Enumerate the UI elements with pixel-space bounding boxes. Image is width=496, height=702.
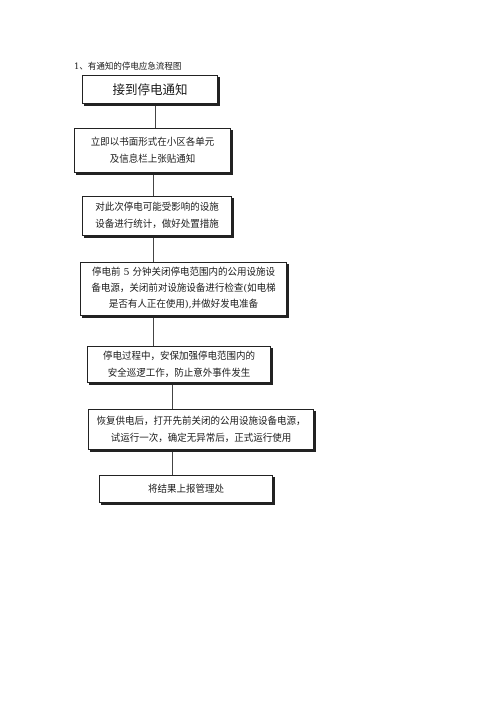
step-4-line-3: 是否有人正在使用),并做好发电准备 [108, 299, 259, 310]
connector-5-6 [172, 383, 173, 409]
step-5-line-1: 停电过程中，安保加强停电范围内的 [102, 350, 255, 362]
step-box-4: 停电前 5 分钟关闭停电范围内的公用设施设 备电源，关闭前对设施设备进行检查(如… [80, 262, 287, 316]
flowchart-heading: 1、有通知的停电应急流程图 [74, 62, 182, 72]
step-3-line-2: 设备进行统计，做好处置措施 [95, 219, 219, 230]
step-1-line-1: 接到停电通知 [112, 82, 188, 97]
step-box-2: 立即以书面形式在小区各单元 及信息栏上张贴通知 [74, 128, 231, 173]
step-5-line-2: 安全巡逻工作，防止意外事件发生 [107, 367, 251, 379]
connector-4-5 [153, 316, 154, 346]
connector-2-3 [153, 173, 154, 196]
step-2-line-2: 及信息栏上张贴通知 [109, 153, 196, 165]
step-6-line-1: 恢复供电后，打开先前关闭的公用设施设备电源， [96, 415, 306, 427]
step-2-line-1: 立即以书面形式在小区各单元 [90, 136, 215, 148]
step-box-6: 恢复供电后，打开先前关闭的公用设施设备电源， 试运行一次，确定无异常后，正式运行… [88, 409, 314, 450]
step-3-line-1: 对此次停电可能受影响的设施 [95, 202, 219, 213]
step-7-line-1: 将结果上报管理处 [147, 483, 224, 495]
step-box-3: 对此次停电可能受影响的设施 设备进行统计，做好处置措施 [82, 196, 232, 236]
step-4-line-1: 停电前 5 分钟关闭停电范围内的公用设施设 [91, 267, 276, 278]
step-box-1: 接到停电通知 [82, 75, 218, 104]
step-box-5: 停电过程中，安保加强停电范围内的 安全巡逻工作，防止意外事件发生 [87, 346, 271, 383]
step-6-line-2: 试运行一次，确定无异常后，正式运行使用 [110, 432, 292, 444]
step-4-line-2: 备电源，关闭前对设施设备进行检查(如电梯 [91, 283, 276, 294]
connector-1-2 [155, 104, 156, 128]
step-box-7: 将结果上报管理处 [99, 475, 273, 503]
connector-3-4 [153, 236, 154, 262]
connector-6-7 [172, 450, 173, 475]
